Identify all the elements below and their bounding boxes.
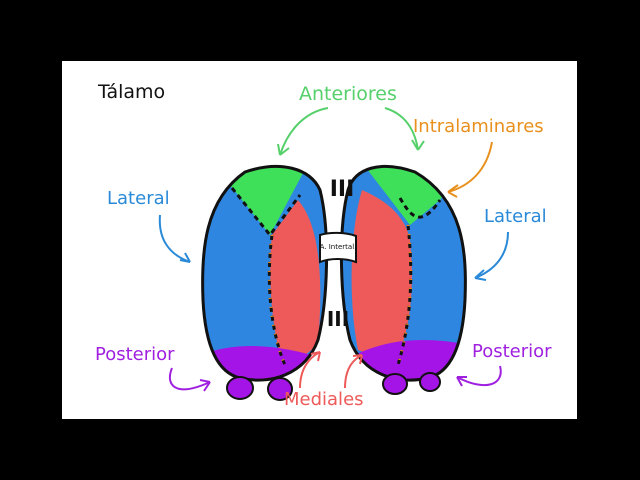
label-mediales: Mediales — [284, 389, 364, 410]
arrow-anteriores-right — [384, 107, 419, 151]
diagram-title: Tálamo — [97, 81, 165, 103]
label-lateral-right: Lateral — [484, 206, 547, 227]
label-intralaminares: Intralaminares — [413, 116, 544, 137]
third-ventricle-label-bottom: III — [327, 307, 349, 331]
posterior-nucleus-right — [345, 340, 466, 381]
right-thalamus — [339, 164, 467, 395]
arrow-lateral-left — [158, 214, 191, 263]
posterior-lobe-left-b — [267, 377, 293, 401]
intralaminar-line-left — [267, 234, 287, 366]
posterior-lobe-right-a — [382, 373, 408, 395]
arrow-posterior-right — [456, 365, 502, 387]
arrow-anteriores-left — [279, 107, 329, 156]
label-posterior-right: Posterior — [472, 341, 552, 362]
intralaminar-line-right — [396, 224, 413, 366]
medial-nucleus-right — [351, 190, 412, 365]
interthalamic-adhesion — [319, 231, 357, 264]
posterior-lobe-left-a — [226, 376, 254, 400]
third-ventricle-label-top: III — [330, 177, 355, 202]
label-anteriores: Anteriores — [299, 83, 397, 105]
arrow-mediales-left — [299, 351, 321, 389]
arrow-intralaminares — [447, 141, 493, 193]
label-posterior-left: Posterior — [95, 344, 175, 365]
arrow-mediales-right — [344, 354, 363, 389]
label-lateral-left: Lateral — [107, 188, 170, 209]
left-thalamus — [201, 164, 329, 401]
medial-nucleus-left — [270, 200, 321, 370]
arrow-lateral-right — [474, 231, 509, 279]
arrow-posterior-left — [168, 367, 211, 391]
posterior-lobe-right-b — [419, 372, 441, 392]
adhesion-label: A. Intertal. — [320, 243, 357, 251]
posterior-nucleus-left — [202, 345, 327, 381]
